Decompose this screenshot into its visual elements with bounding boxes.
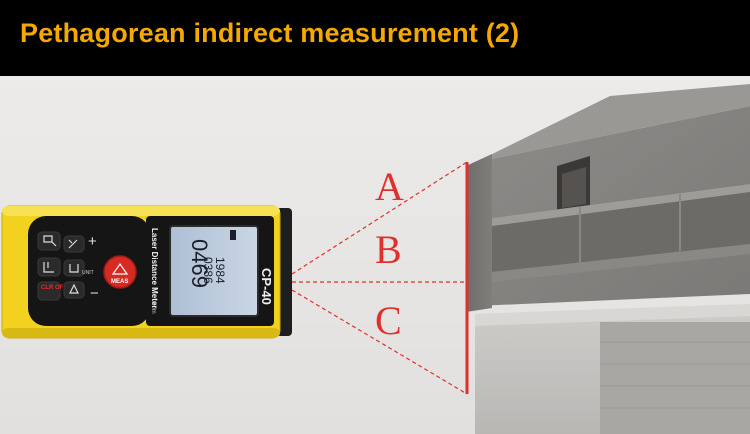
area-icon [43, 235, 57, 247]
label-c: C [375, 298, 402, 343]
main-reading: 0469 [187, 239, 212, 288]
battery-icon [230, 230, 236, 240]
meas-button[interactable] [103, 255, 137, 289]
device-range: 40m [150, 302, 156, 314]
reading-line-2: 0386 [201, 257, 215, 284]
laser-icon [111, 262, 129, 275]
memory-icon [69, 264, 79, 273]
device-branding: Laser Distance Meter 40m [150, 228, 159, 314]
warning-icon [69, 283, 79, 294]
meas-label: MEAS [111, 279, 128, 285]
scene-svg: A B C [0, 76, 750, 434]
banner-title: Pethagorean indirect measurement (2) [20, 18, 520, 48]
measurement-lines: A B C [291, 161, 469, 395]
model-label: CP-40 [259, 268, 274, 305]
label-b: B [375, 227, 402, 272]
device-name: Laser Distance Meter [150, 228, 159, 308]
illustration-scene: A B C [0, 76, 750, 434]
keypad: CLR OFF + − UNIT MEAS [37, 231, 137, 302]
pythagoras-icon [68, 239, 78, 249]
plus-button[interactable]: + [88, 233, 97, 250]
minus-button[interactable]: − [90, 285, 99, 302]
function-icon [43, 262, 54, 273]
unit-label: UNIT [82, 270, 94, 276]
clr-off-button[interactable]: CLR OFF [41, 285, 67, 291]
model-label-group: CP-40 [259, 268, 274, 305]
line-c [291, 289, 468, 395]
label-a: A [375, 164, 404, 209]
building-illustration [466, 84, 750, 434]
laser-meter-device: CLR OFF + − UNIT MEAS [1, 205, 292, 339]
reading-line-1: 1984 [213, 257, 227, 284]
title-banner: Pethagorean indirect measurement (2) [0, 0, 750, 76]
lcd-display: 0469 1984 0386 [169, 225, 259, 317]
